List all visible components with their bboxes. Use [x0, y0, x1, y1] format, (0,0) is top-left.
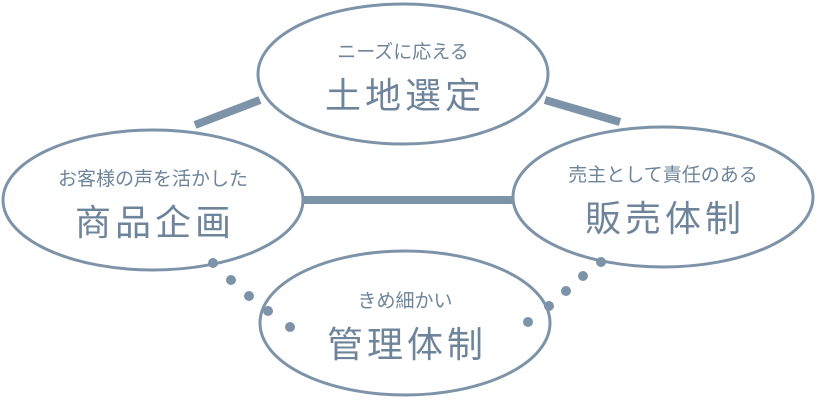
node-land-selection: ニーズに応える 土地選定	[256, 2, 550, 146]
dotted-connector-sales-management	[523, 257, 606, 327]
node-product-planning-shape	[1, 128, 305, 272]
node-product-planning-caption: お客様の声を活かした	[58, 168, 248, 190]
connector-land-sales	[543, 96, 622, 126]
node-product-planning-heading: 商品企画	[75, 203, 235, 244]
dot	[208, 258, 218, 268]
connector-land-product	[193, 96, 262, 129]
node-sales-system-heading: 販売体制	[585, 199, 745, 240]
node-sales-system: 売主として責任のある 販売体制	[511, 125, 815, 269]
node-sales-system-caption: 売主として責任のある	[568, 164, 757, 186]
node-land-selection-shape	[256, 2, 550, 146]
node-sales-system-shape	[511, 125, 815, 269]
dot	[285, 322, 295, 332]
node-land-selection-caption: ニーズに応える	[337, 41, 468, 63]
node-product-planning: お客様の声を活かした 商品企画	[1, 128, 305, 272]
dot	[578, 271, 588, 281]
dot	[244, 291, 254, 301]
node-management-system-shape	[258, 249, 552, 397]
dot	[596, 257, 606, 267]
dot	[561, 286, 571, 296]
dot	[523, 317, 533, 327]
dotted-connector-product-management	[208, 258, 295, 332]
node-management-system-heading: 管理体制	[327, 325, 487, 366]
node-management-system-caption: きめ細かい	[357, 290, 452, 312]
node-management-system: きめ細かい 管理体制	[258, 249, 552, 397]
dot	[263, 306, 273, 316]
dot	[544, 301, 554, 311]
node-land-selection-heading: 土地選定	[325, 76, 485, 117]
dot	[226, 275, 236, 285]
